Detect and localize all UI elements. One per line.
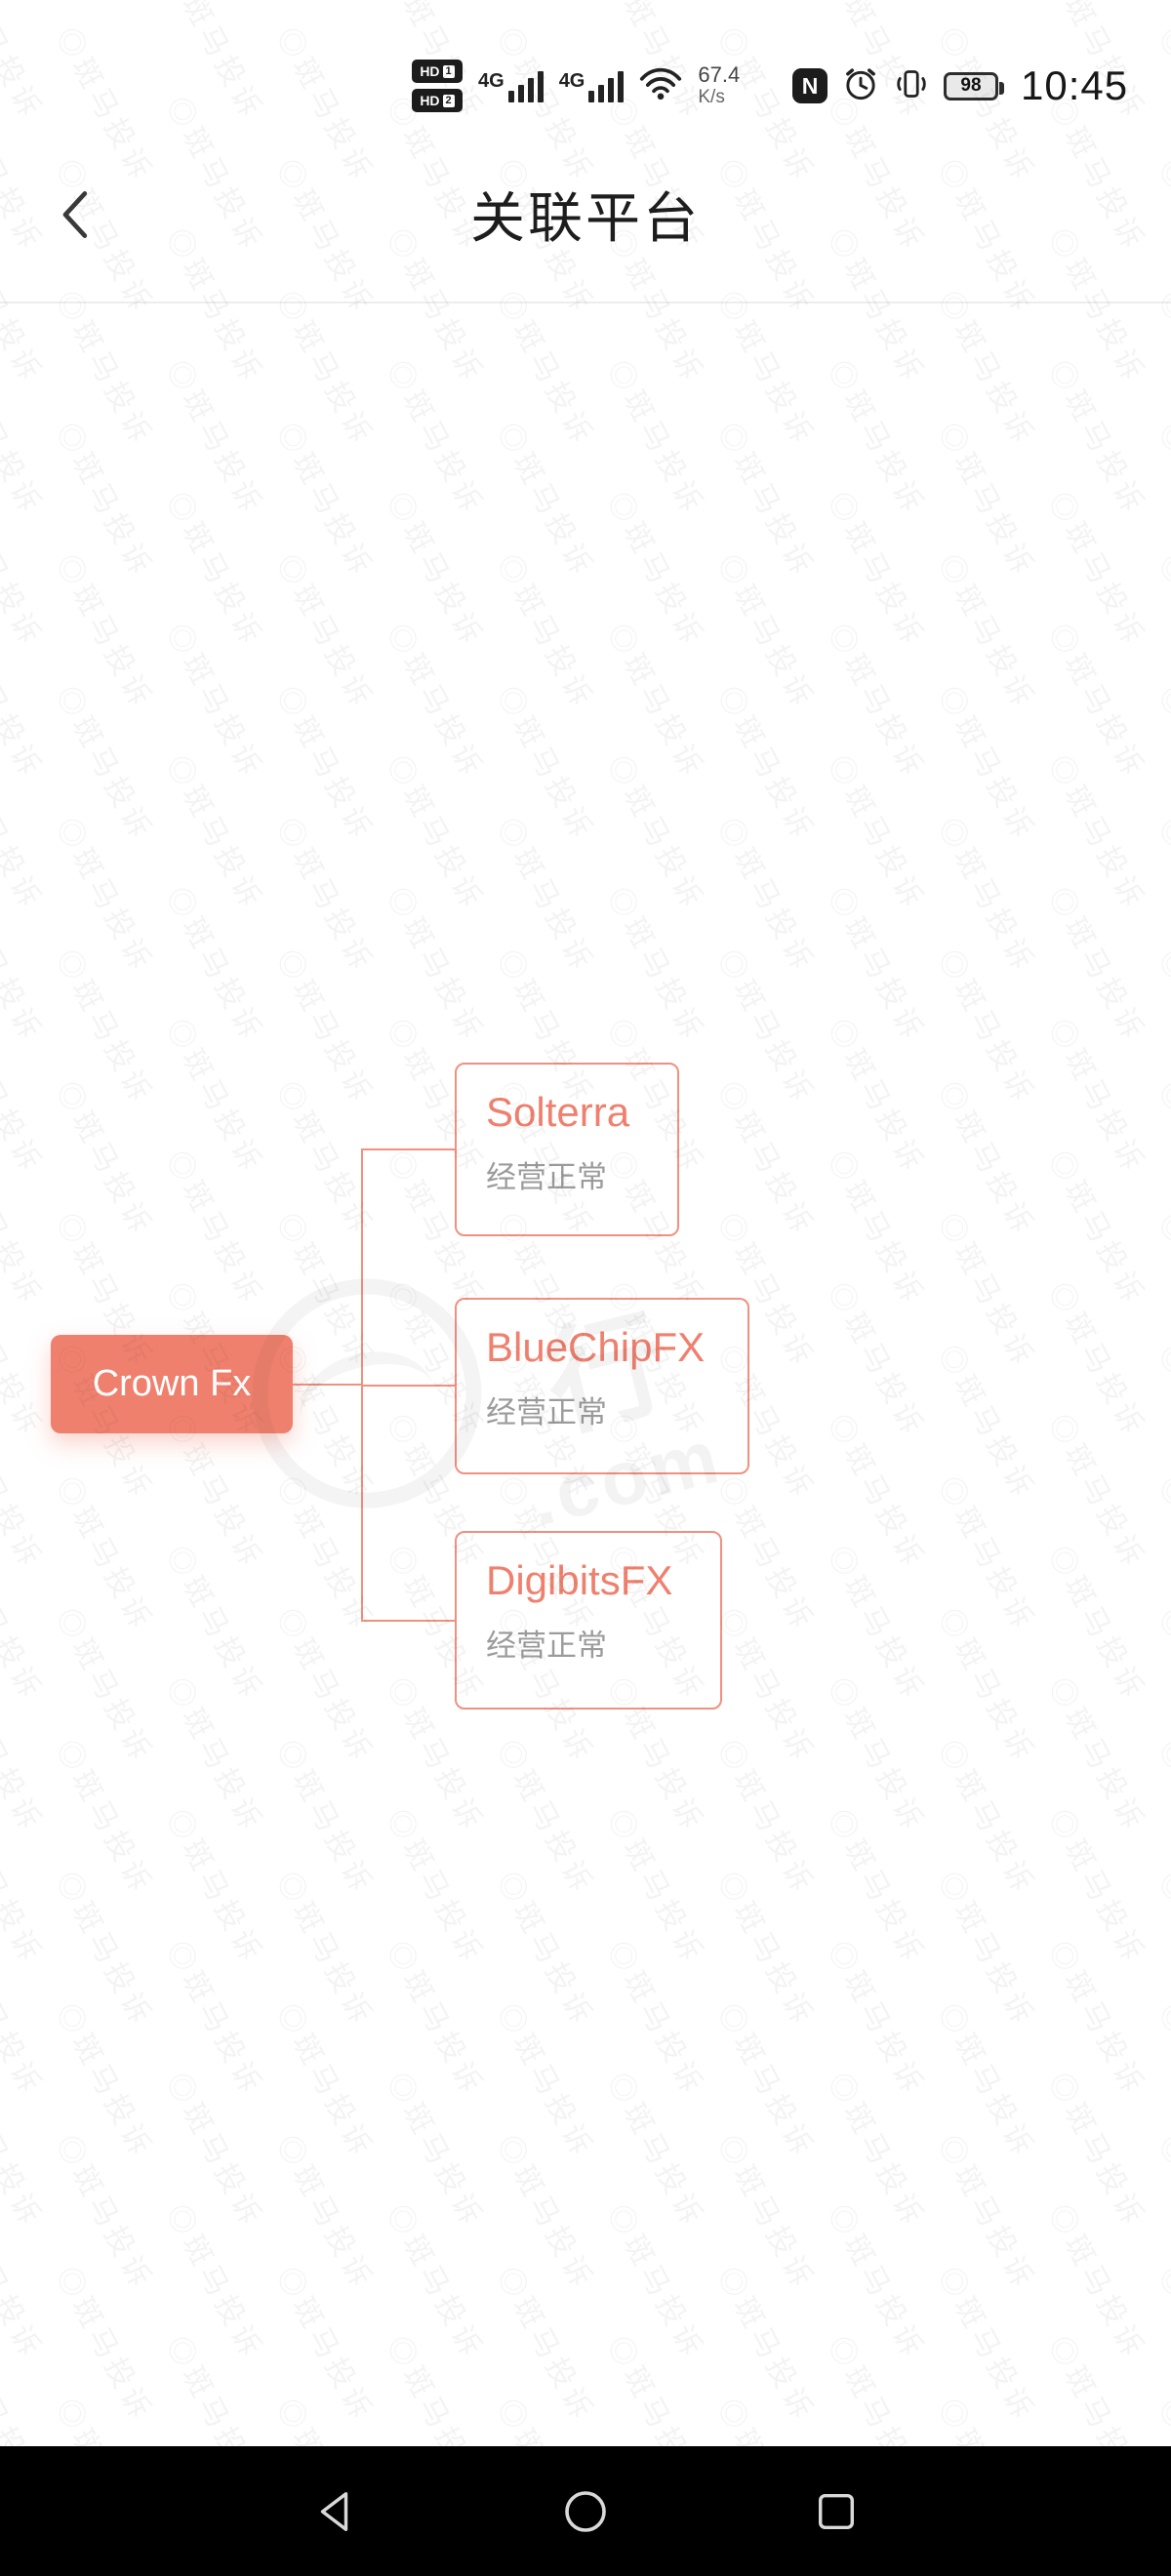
network-speed: 67.4 K/s <box>698 63 740 107</box>
status-time: 10:45 <box>1021 62 1129 108</box>
connector-root <box>293 1384 361 1386</box>
network-type-sim2: 4G <box>558 70 586 92</box>
page-title: 关联平台 <box>470 187 701 249</box>
nav-back-icon[interactable] <box>309 2486 360 2537</box>
related-platform-status: 经营正常 <box>486 1160 607 1195</box>
related-platform-node-2[interactable]: BlueChipFX 经营正常 <box>455 1298 749 1474</box>
wifi-icon <box>639 67 682 105</box>
signal-bars-sim2-icon <box>588 69 625 102</box>
related-platform-status: 经营正常 <box>486 1629 607 1664</box>
related-platform-name: BlueChipFX <box>486 1324 706 1370</box>
volte-hd-icons: HD 1 HD 2 <box>412 60 463 112</box>
battery-icon: 98 <box>944 71 1004 101</box>
connector-trunk <box>361 1148 363 1622</box>
related-platform-node-3[interactable]: DigibitsFX 经营正常 <box>455 1531 722 1710</box>
back-button[interactable] <box>57 185 105 244</box>
status-bar-right-group: N 98 10:45 <box>792 49 1128 123</box>
related-platform-name: DigibitsFX <box>486 1557 673 1603</box>
related-platform-node-1[interactable]: Solterra 经营正常 <box>455 1063 679 1236</box>
connector-branch-3 <box>363 1620 455 1622</box>
nav-recents-icon[interactable] <box>811 2486 862 2537</box>
status-bar: HD 1 HD 2 4G 4G <box>0 0 1171 127</box>
hd2-icon: HD 2 <box>412 89 463 112</box>
nfc-icon: N <box>792 68 828 103</box>
connector-branch-2 <box>363 1385 455 1387</box>
header: 关联平台 <box>0 127 1171 303</box>
hd1-icon: HD 1 <box>412 60 463 83</box>
vibrate-icon <box>894 65 929 107</box>
battery-level: 98 <box>960 75 982 96</box>
network-speed-value: 67.4 <box>698 62 741 88</box>
related-platform-name: Solterra <box>486 1089 630 1135</box>
platform-relation-diagram: Crown Fx Solterra 经营正常 BlueChipFX 经营正常 D… <box>0 303 1171 2446</box>
hd1-sim-number: 1 <box>442 64 455 78</box>
signal-sim2-icon: 4G <box>559 69 625 102</box>
root-platform-node[interactable]: Crown Fx <box>51 1335 293 1433</box>
network-speed-unit: K/s <box>698 86 725 107</box>
hd2-sim-number: 2 <box>442 94 455 107</box>
signal-bars-sim1-icon <box>507 69 544 102</box>
hd1-label: HD <box>420 63 440 79</box>
root-platform-name: Crown Fx <box>92 1363 252 1404</box>
status-bar-left-group: HD 1 HD 2 4G 4G <box>412 49 740 123</box>
nav-home-icon[interactable] <box>560 2486 611 2537</box>
network-type-sim1: 4G <box>478 70 505 92</box>
nfc-label: N <box>801 72 819 99</box>
signal-sim1-icon: 4G <box>478 69 544 102</box>
related-platform-status: 经营正常 <box>486 1395 607 1430</box>
connector-branch-1 <box>363 1148 455 1150</box>
android-nav-bar <box>0 2446 1171 2576</box>
hd2-label: HD <box>420 93 440 108</box>
alarm-clock-icon <box>842 65 879 107</box>
